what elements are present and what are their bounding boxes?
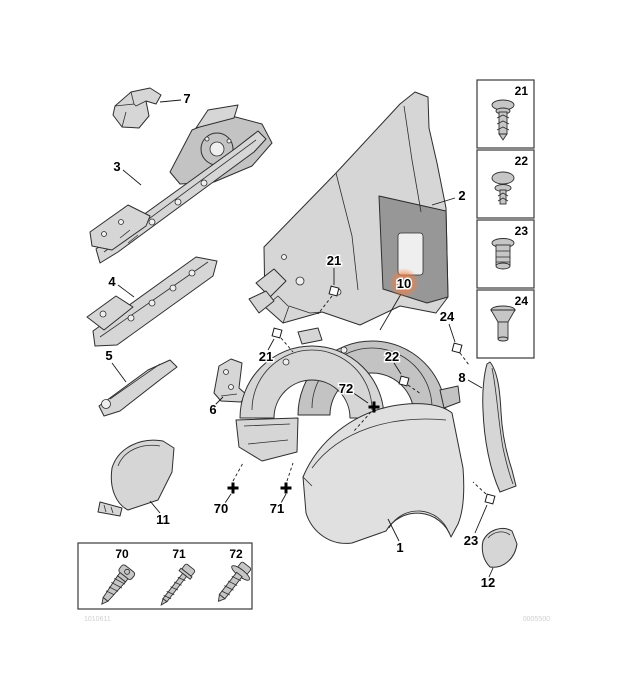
push-rivet-icon	[491, 99, 515, 141]
part-2-wheelhouse-panel	[248, 91, 449, 326]
part-7-bracket	[112, 87, 162, 129]
callout-10-selected[interactable]: 10	[395, 275, 412, 293]
callout-72[interactable]: 72	[337, 380, 354, 398]
legend-label-23[interactable]: 23	[515, 224, 529, 238]
callout-6[interactable]: 6	[208, 401, 218, 419]
long-screw-icon	[160, 563, 196, 606]
doc-number-right: 0005500	[523, 616, 550, 623]
clip-position-marker	[328, 285, 340, 297]
hardware-label-70[interactable]: 70	[115, 547, 129, 561]
legend-label-21[interactable]: 21	[515, 84, 529, 98]
callout-11[interactable]: 11	[155, 511, 172, 529]
callout-71[interactable]: 71	[268, 500, 285, 518]
screw-position-markers	[227, 401, 380, 494]
hardware-box: 70 71 72	[77, 542, 253, 610]
dashed-fixing-lines	[232, 295, 487, 495]
part-1-front-fender	[302, 403, 465, 544]
screw-position-marker	[368, 401, 380, 413]
hardware-label-72[interactable]: 72	[229, 547, 243, 561]
legend-box-23[interactable]: 23	[476, 219, 535, 289]
callout-70[interactable]: 70	[212, 500, 229, 518]
clip-position-marker	[451, 342, 463, 354]
callout-3[interactable]: 3	[112, 158, 122, 176]
callout-21-upper[interactable]: 21	[325, 252, 342, 270]
hardware-label-71[interactable]: 71	[172, 547, 186, 561]
part-11-side-panel	[97, 439, 175, 517]
legend-label-22[interactable]: 22	[515, 154, 529, 168]
clip-position-marker	[484, 493, 496, 505]
clip-position-marker	[271, 327, 283, 339]
part-3-front-side-member	[89, 104, 273, 264]
washer-screw-icon	[217, 561, 252, 603]
callout-numbers: 7 3 2 4 21 10 24 21 22 5 8 6 72 11 70 71…	[104, 90, 497, 592]
legend-label-24[interactable]: 24	[515, 294, 529, 308]
highlight-part-10	[389, 268, 419, 298]
retaining-clip-icon	[491, 171, 515, 205]
clip-position-markers	[271, 285, 496, 505]
ribbed-grommet-icon	[491, 238, 515, 270]
callout-22[interactable]: 22	[383, 348, 400, 366]
callout-12[interactable]: 12	[479, 574, 496, 592]
screw-position-marker	[227, 482, 239, 494]
callout-2[interactable]: 2	[457, 187, 467, 205]
callout-21-lower[interactable]: 21	[257, 348, 274, 366]
torx-screw-icon	[101, 564, 136, 605]
callout-8[interactable]: 8	[457, 369, 467, 387]
flat-head-rivet-icon	[490, 305, 516, 342]
legend-box-21[interactable]: 21	[476, 79, 535, 149]
part-4-rail-reinforcement	[86, 256, 218, 347]
part-8-pillar-strip	[482, 361, 517, 493]
callout-5[interactable]: 5	[104, 347, 114, 365]
callout-23[interactable]: 23	[462, 532, 479, 550]
clip-position-marker	[398, 375, 410, 387]
callout-24[interactable]: 24	[438, 308, 456, 326]
callout-7[interactable]: 7	[182, 90, 192, 108]
part-5-bracket	[98, 359, 178, 417]
doc-number-left: 1010611	[84, 616, 111, 623]
leader-lines	[111, 99, 494, 578]
callout-1[interactable]: 1	[395, 539, 405, 557]
part-12-cover	[481, 527, 518, 568]
screw-position-marker	[280, 482, 292, 494]
legend-box-24[interactable]: 24	[476, 289, 535, 359]
legend-box-22[interactable]: 22	[476, 149, 535, 219]
part-6-bracket	[213, 358, 248, 403]
callout-4[interactable]: 4	[107, 273, 118, 291]
part-10-wheel-arch-liner	[235, 327, 461, 462]
